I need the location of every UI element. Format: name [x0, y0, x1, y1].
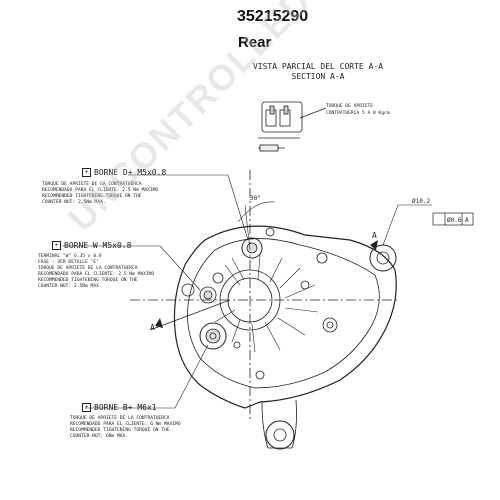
terminal-b-plus	[199, 322, 227, 350]
section-torque-value: CONTRATUERCA 5 A 8 Kgcm	[326, 111, 390, 116]
section-torque-label: TORQUE DE APRIETE	[326, 104, 374, 109]
borne-d-callout: +BORNE D+ M5x0.8	[82, 168, 166, 177]
borne-b-label: BORNE B+ M6x1	[94, 403, 157, 412]
section-marker-left: A	[150, 323, 155, 332]
terminal-d-plus	[241, 227, 275, 259]
section-view-line2: SECTION A-A	[291, 72, 345, 81]
section-view-label: VISTA PARCIAL DEL CORTE A-A SECTION A-A	[238, 62, 398, 82]
angle-dimension: 30°	[250, 195, 261, 202]
borne-d-label: BORNE D+ M5x0.8	[94, 168, 167, 177]
borne-d-note: TORQUE DE APRIETE DE LA CONTRATUERCA REC…	[42, 182, 159, 205]
terminal-w	[181, 272, 224, 304]
borne-w-label: BORNE W M5x0.8	[64, 241, 132, 250]
terminal-symbol-icon: +	[82, 403, 91, 412]
part-number: 35215290	[237, 8, 309, 25]
view-title: Rear	[238, 34, 272, 51]
diameter-label: Ø10.2	[412, 198, 430, 205]
section-connector-detail	[258, 101, 327, 152]
terminal-symbol-icon: +	[82, 168, 91, 177]
borne-w-note: TERMINAL "W" 6.35 x 0.8 FASE - VER DETAL…	[38, 254, 155, 289]
terminal-symbol-icon: +	[52, 241, 61, 250]
tolerance-value: Ø0.6	[447, 217, 462, 224]
section-view-line1: VISTA PARCIAL DEL CORTE A-A	[252, 62, 384, 71]
section-marker-right: A	[372, 231, 377, 240]
datum-label: A	[465, 217, 469, 224]
borne-b-callout: +BORNE B+ M6x1	[82, 403, 157, 412]
borne-b-note: TORQUE DE APRIETE DE LA CONTRATUERCA REC…	[70, 416, 181, 439]
borne-w-callout: +BORNE W M5x0.8	[52, 241, 131, 250]
